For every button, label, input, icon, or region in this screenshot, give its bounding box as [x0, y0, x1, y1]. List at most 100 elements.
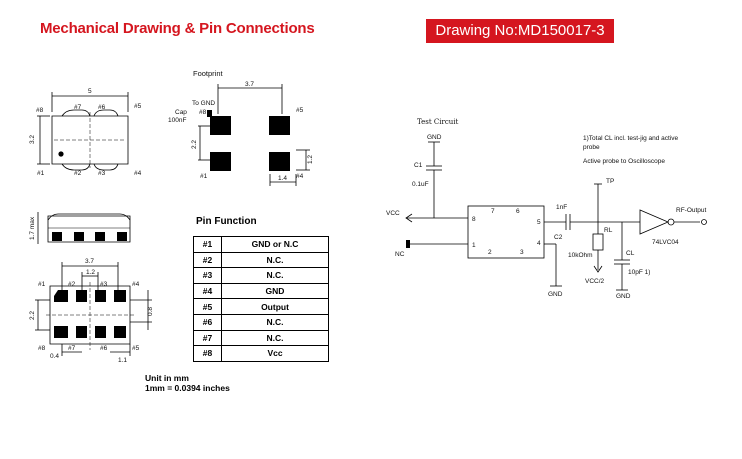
footprint-cap [207, 110, 212, 117]
test-vcc: VCC [386, 210, 400, 217]
test-rl: RL [604, 227, 613, 234]
pin-number-cell: #5 [193, 298, 222, 315]
nc-terminal [406, 240, 410, 248]
bottom-dim-bottom-right: 1.1 [118, 357, 127, 364]
bottom-pad-1 [54, 290, 68, 302]
test-vcc-half: VCC/2 [585, 278, 605, 285]
units-line-2: 1mm = 0.0394 inches [145, 383, 230, 393]
bottom-pad [95, 290, 106, 302]
footprint-dim-bottom: 1.4 [278, 175, 287, 182]
bottom-pad [114, 326, 126, 338]
test-buffer: 74LVC04 [652, 239, 679, 246]
footprint-to-gnd: To GND [192, 100, 215, 107]
bottom-pad [54, 326, 68, 338]
side-pad [117, 232, 127, 241]
pin1-marker-dot [58, 151, 64, 157]
ic-pin-number: 7 [491, 208, 495, 215]
pin-number-cell: #4 [193, 282, 222, 300]
pin-function-cell: N.C. [221, 329, 329, 347]
bottom-dim-left: 2.2 [29, 311, 36, 320]
test-note-1: 1)Total CL incl. test-jig and active [583, 135, 679, 142]
test-nc: NC [395, 251, 405, 258]
ic-pin-number: 5 [537, 219, 541, 226]
bottom-pin-label: #3 [100, 281, 108, 288]
ic-pin-number: 8 [472, 216, 476, 223]
test-c1: C1 [414, 162, 423, 169]
footprint-pin-label: #5 [296, 107, 304, 114]
ic-pin-number: 1 [472, 242, 476, 249]
pin-function-cell: N.C. [221, 267, 329, 284]
bottom-dim-bottom-left: 0.4 [50, 353, 59, 360]
drawing-number-badge: Drawing No:MD150017-3 [426, 19, 614, 43]
bottom-pin-label: #8 [38, 345, 46, 352]
pin-function-cell: Vcc [221, 345, 329, 362]
pin-number-cell: #6 [193, 313, 222, 331]
bottom-pad [114, 290, 126, 302]
top-pin-label: #5 [134, 103, 142, 110]
side-pad [74, 232, 84, 241]
side-view [37, 212, 131, 244]
test-gnd-top: GND [427, 134, 442, 141]
bottom-pad [76, 290, 87, 302]
pin-function-cell: GND or N.C [221, 236, 329, 253]
test-note-3: Active probe to Oscilloscope [583, 158, 665, 165]
footprint-dim-top: 3.7 [245, 81, 254, 88]
footprint-cap-label: Cap [175, 109, 187, 116]
top-view-width-dim: 5 [88, 88, 92, 95]
top-pin-label: #4 [134, 170, 142, 177]
pin-number-cell: #1 [193, 236, 222, 253]
test-c2: C2 [554, 234, 563, 241]
top-view [37, 92, 129, 171]
bottom-pin-label: #1 [38, 281, 46, 288]
test-rl-value: 10kOhm [568, 252, 593, 259]
top-pin-label: #3 [98, 170, 106, 177]
test-cl: CL [626, 250, 635, 257]
test-circuit-wiring [405, 141, 707, 291]
top-pin-label: #1 [37, 170, 45, 177]
bottom-pin-label: #7 [68, 345, 76, 352]
footprint-drawing [198, 84, 310, 186]
units-line-1: Unit in mm [145, 373, 189, 383]
footprint-dim-right: 1.2 [307, 155, 314, 164]
pin-function-cell: Output [221, 298, 329, 315]
bottom-dim-top: 3.7 [85, 258, 94, 265]
footprint-pad [269, 116, 290, 135]
ic-pin-number: 2 [488, 249, 492, 256]
side-pad [95, 232, 105, 241]
ic-pin-number: 4 [537, 240, 541, 247]
ic-pin-number: 6 [516, 208, 520, 215]
pin-function-title: Pin Function [196, 216, 257, 227]
ic-pin-number: 3 [520, 249, 524, 256]
test-cl-value: 10pF 1) [628, 269, 650, 276]
bottom-pin-label: #2 [68, 281, 76, 288]
test-c1-value: 0.1uF [412, 181, 429, 188]
test-circuit-title: Test Circuit [417, 118, 459, 126]
top-pin-label: #8 [36, 107, 44, 114]
pin-number-cell: #8 [193, 345, 222, 362]
bottom-pin-label: #4 [132, 281, 140, 288]
footprint-title: Footprint [193, 69, 224, 78]
bottom-dim-right: 0.8 [147, 307, 154, 316]
test-gnd-ic: GND [548, 291, 563, 298]
footprint-cap-value: 100nF [168, 117, 186, 124]
units-note: Unit in mm 1mm = 0.0394 inches [145, 373, 230, 393]
bottom-dim-inner: 1.2 [86, 269, 95, 276]
test-note-2: probe [583, 144, 600, 151]
footprint-pad [210, 116, 231, 135]
page-title: Mechanical Drawing & Pin Connections [40, 20, 315, 37]
side-pad [52, 232, 62, 241]
top-view-height-dim: 3.2 [29, 135, 36, 144]
bottom-view [35, 262, 152, 356]
bottom-pin-label: #6 [100, 345, 108, 352]
test-gnd-cl: GND [616, 293, 631, 300]
footprint-pin-label: #8 [199, 109, 207, 116]
pin-number-cell: #7 [193, 329, 222, 347]
